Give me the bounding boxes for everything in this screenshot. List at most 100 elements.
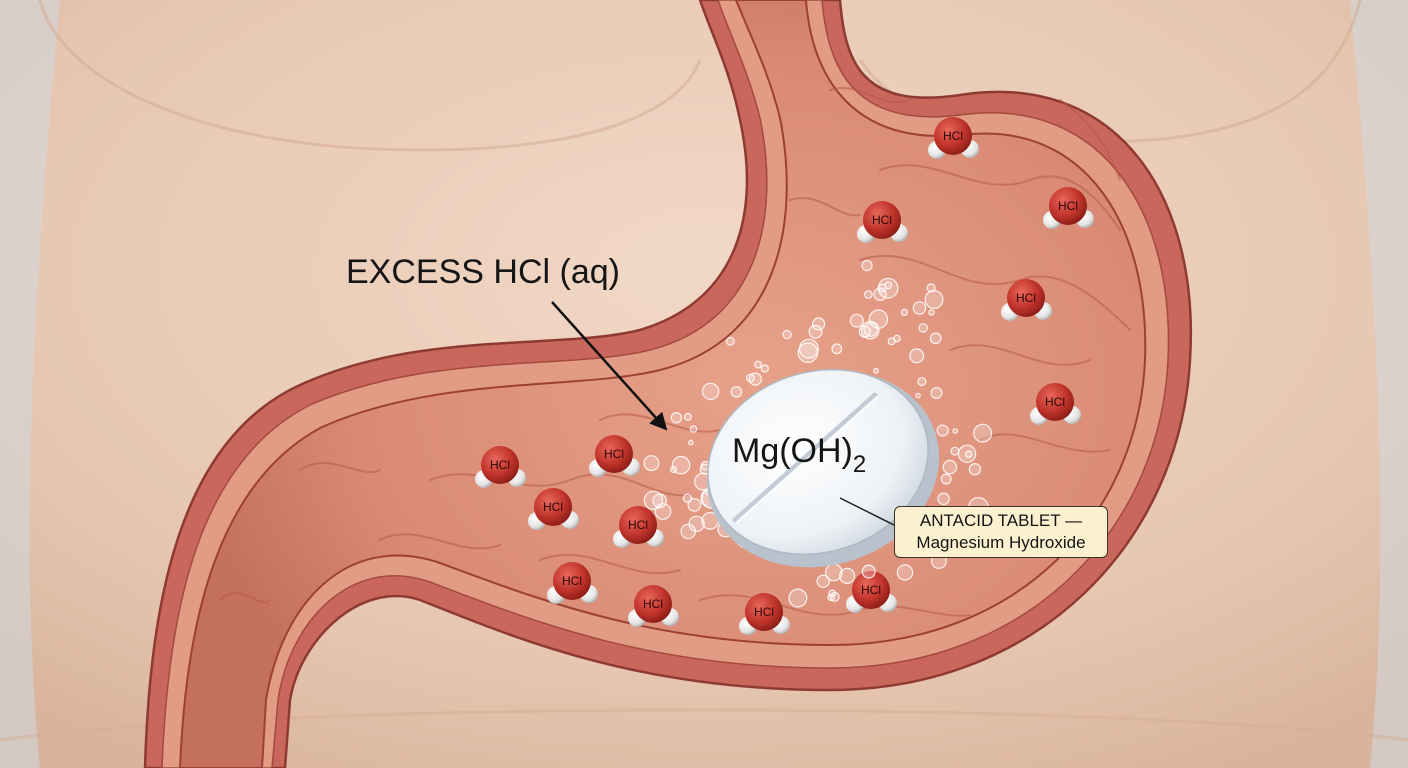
chlorine-atom bbox=[595, 435, 633, 473]
hcl-molecule: HCl bbox=[475, 446, 526, 488]
bubble bbox=[918, 323, 928, 333]
bubble bbox=[924, 290, 944, 310]
bubble bbox=[964, 450, 973, 459]
bubble bbox=[838, 567, 856, 585]
bubble bbox=[968, 463, 982, 476]
bubble bbox=[942, 459, 958, 475]
chlorine-atom bbox=[553, 562, 591, 600]
tablet-formula: Mg(OH)2 bbox=[732, 432, 866, 478]
bubble bbox=[683, 412, 692, 421]
bubble bbox=[687, 439, 694, 446]
bubble bbox=[831, 343, 843, 355]
hcl-molecule: HCl bbox=[928, 117, 979, 159]
bubble bbox=[798, 338, 819, 359]
hcl-molecule: HCl bbox=[628, 585, 679, 627]
hcl-molecule: HCl bbox=[846, 571, 897, 613]
chlorine-atom bbox=[634, 585, 672, 623]
callout-line-1: ANTACID TABLET — bbox=[919, 511, 1083, 530]
bubble bbox=[808, 324, 823, 339]
chlorine-atom bbox=[863, 201, 901, 239]
hcl-molecule: HCl bbox=[589, 435, 640, 477]
bubble bbox=[887, 337, 896, 346]
bubble bbox=[896, 564, 914, 581]
hcl-molecule: HCl bbox=[613, 506, 664, 548]
callout-line-2: Magnesium Hydroxide bbox=[916, 533, 1086, 552]
hcl-molecule-label: HCl bbox=[604, 447, 624, 461]
bubble bbox=[864, 290, 873, 299]
hcl-molecule-label: HCl bbox=[872, 213, 892, 227]
hcl-molecule-label: HCl bbox=[861, 583, 881, 597]
bubble bbox=[973, 423, 993, 443]
bubble bbox=[689, 425, 698, 433]
bubble bbox=[811, 317, 826, 331]
bubble bbox=[861, 564, 876, 579]
excess-hcl-arrow bbox=[551, 301, 668, 431]
stomach-interior bbox=[178, 0, 1147, 768]
bubble bbox=[829, 591, 840, 602]
hcl-molecule-label: HCl bbox=[562, 574, 582, 588]
hcl-molecule-label: HCl bbox=[1016, 291, 1036, 305]
bubble bbox=[754, 360, 763, 369]
bubble bbox=[760, 364, 770, 373]
tablet-score-line bbox=[732, 392, 878, 523]
bubble bbox=[917, 377, 927, 387]
bubble bbox=[670, 412, 683, 424]
bubble bbox=[725, 336, 735, 346]
hcl-molecule: HCl bbox=[857, 201, 908, 243]
chlorine-atom bbox=[852, 571, 890, 609]
bubble bbox=[701, 382, 720, 401]
chlorine-atom bbox=[619, 506, 657, 544]
bubble bbox=[937, 492, 950, 506]
left-background-edge bbox=[0, 0, 60, 768]
hcl-molecule-label: HCl bbox=[643, 597, 663, 611]
hcl-molecule-label: HCl bbox=[490, 458, 510, 472]
bubble bbox=[782, 329, 792, 340]
bubble bbox=[849, 313, 864, 328]
hcl-molecule: HCl bbox=[1030, 383, 1081, 425]
bubble bbox=[884, 281, 893, 290]
bubble bbox=[730, 386, 743, 398]
left-chest-contour bbox=[38, 0, 702, 152]
bubble bbox=[788, 588, 808, 608]
antacid-callout: ANTACID TABLET — Magnesium Hydroxide bbox=[894, 506, 1108, 558]
tablet-formula-subscript: 2 bbox=[853, 451, 866, 478]
bubble bbox=[929, 332, 942, 345]
bubble bbox=[952, 428, 959, 434]
right-background-edge bbox=[1350, 0, 1408, 768]
hcl-molecule-label: HCl bbox=[543, 500, 563, 514]
bubble bbox=[877, 277, 899, 299]
hcl-molecule: HCl bbox=[739, 593, 790, 635]
chlorine-atom bbox=[934, 117, 972, 155]
hcl-molecule: HCl bbox=[528, 488, 579, 530]
bubble bbox=[915, 392, 921, 399]
bubble bbox=[936, 424, 949, 437]
bubble bbox=[912, 301, 927, 315]
bubble bbox=[746, 373, 755, 383]
bubble bbox=[950, 446, 960, 456]
tablet-formula-main: Mg(OH) bbox=[732, 432, 853, 470]
bubble bbox=[873, 367, 879, 374]
bubble bbox=[926, 283, 936, 293]
hcl-molecule-label: HCl bbox=[943, 129, 963, 143]
chlorine-atom bbox=[481, 446, 519, 484]
chlorine-atom bbox=[534, 488, 572, 526]
hcl-molecule: HCl bbox=[547, 562, 598, 604]
bubble bbox=[863, 322, 878, 337]
chlorine-atom bbox=[1036, 383, 1074, 421]
bubble bbox=[688, 515, 705, 533]
bubble bbox=[930, 387, 943, 400]
hcl-molecule-label: HCl bbox=[1058, 199, 1078, 213]
bubble bbox=[816, 574, 830, 589]
hcl-molecule-label: HCl bbox=[754, 605, 774, 619]
chlorine-atom bbox=[1007, 279, 1045, 317]
hcl-molecule: HCl bbox=[1043, 187, 1094, 229]
bubble bbox=[687, 498, 702, 512]
bubble bbox=[900, 308, 909, 316]
bubble bbox=[748, 372, 762, 386]
bubble bbox=[909, 348, 925, 364]
bubble bbox=[671, 455, 691, 475]
tablet-face bbox=[707, 368, 929, 556]
